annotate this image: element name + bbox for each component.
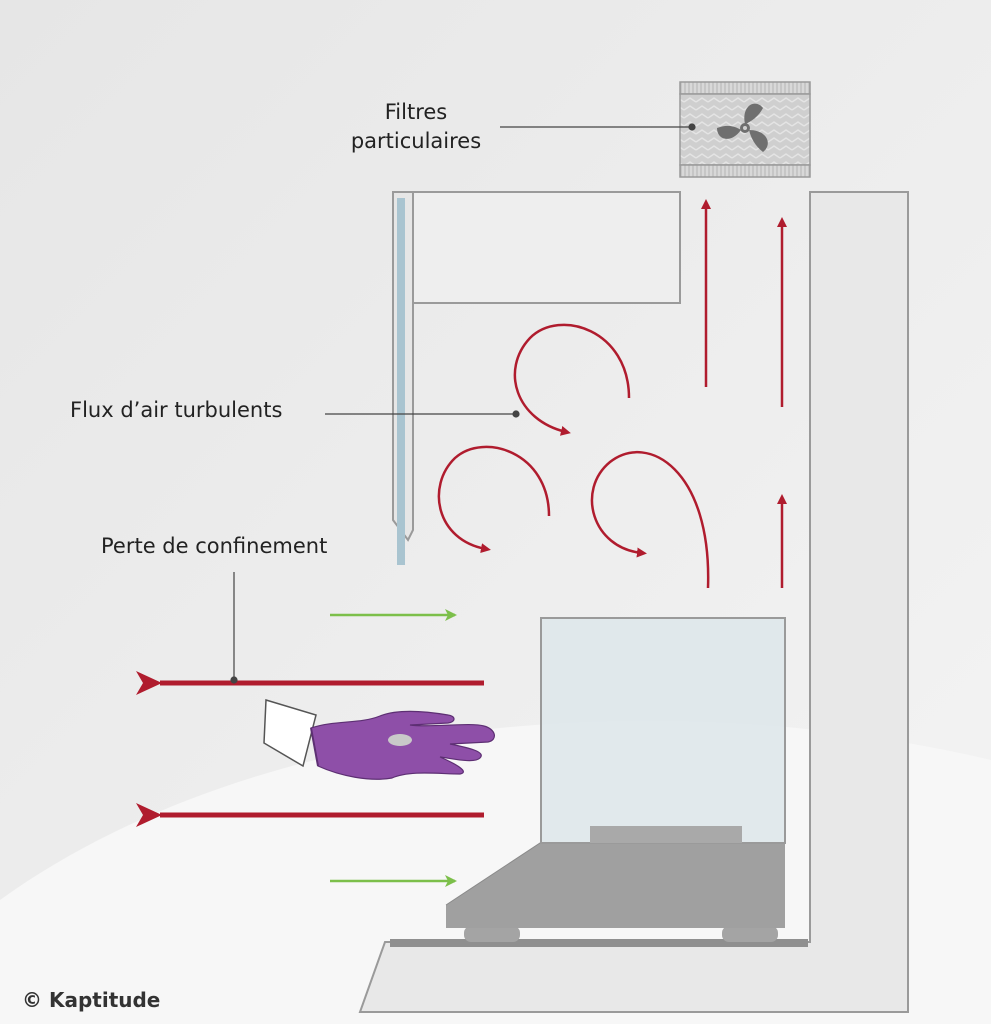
turbulent-leader-dot [512, 410, 520, 418]
gloved-hand-icon [263, 699, 495, 780]
outflow-arrows [136, 671, 484, 827]
balance-foot-right [722, 926, 778, 942]
filters-label-line1: Filtres [384, 100, 448, 124]
balance-foot-left [464, 926, 520, 942]
filters-label: Filtres particulaires [336, 98, 496, 157]
inflow-arrows [330, 609, 457, 887]
weighing-pan [590, 826, 742, 843]
hood-body [358, 191, 909, 1013]
paper-sheet-icon [263, 699, 317, 768]
draft-shield [540, 617, 786, 844]
leader-lines [230, 123, 696, 684]
swirl-left [437, 445, 551, 554]
filter-cap-top [679, 81, 811, 95]
filter-cap-bottom [679, 164, 811, 178]
turbulent-flow-label: Flux d’air turbulents [70, 398, 283, 422]
upward-flows [701, 199, 787, 588]
containment-loss-label: Perte de confinement [101, 534, 328, 558]
loss-leader-dot [230, 676, 238, 684]
balance-base [446, 843, 785, 928]
filters-label-line2: particulaires [350, 129, 482, 154]
hood-top-duct [413, 191, 681, 304]
sash-glass [397, 198, 405, 565]
bench-plate [390, 939, 808, 947]
particulate-filter-unit [679, 81, 811, 178]
turbulent-flows [437, 323, 710, 589]
swirl-right [590, 451, 710, 589]
copyright-label: © Kaptitude [22, 988, 161, 1012]
filters-leader-dot [688, 123, 696, 131]
swirl-top [513, 323, 631, 436]
balance-icon [390, 617, 808, 947]
fan-icon [717, 103, 768, 152]
